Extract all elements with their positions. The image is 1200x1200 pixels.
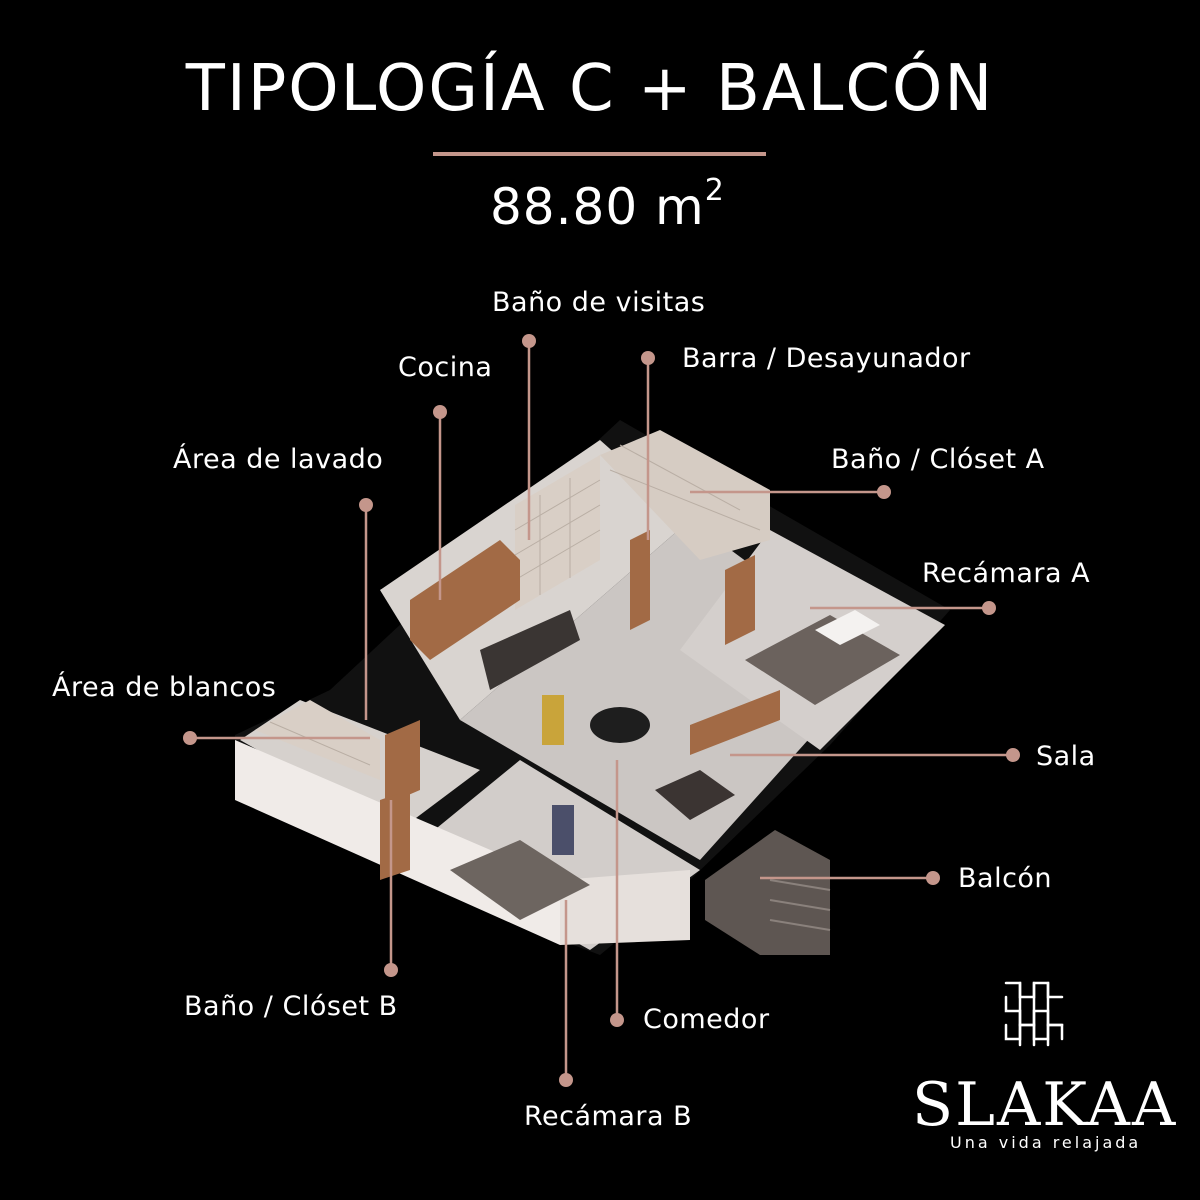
tv-unit: [690, 690, 780, 755]
bed-a: [745, 615, 900, 705]
balcony-steps: [769, 879, 831, 931]
label-comedor: Comedor: [643, 1004, 770, 1035]
door-bano-b: [380, 790, 410, 880]
label-bano-closet-a: Baño / Clóset A: [831, 444, 1045, 475]
page-title: TIPOLOGÍA C + BALCÓN: [185, 52, 995, 126]
area-value: 88.80 m2: [490, 173, 725, 236]
area-exponent: 2: [704, 173, 725, 209]
brand-knot-icon: [1004, 981, 1064, 1047]
label-bano-visitas: Baño de visitas: [492, 287, 706, 318]
brand-name: SLAKAA: [912, 1070, 1178, 1140]
kitchen-cabinets: [410, 540, 520, 660]
tile-grid: [269, 444, 761, 766]
apartment-base: [235, 420, 950, 955]
label-recamara-b: Recámara B: [524, 1101, 693, 1132]
label-area-blancos: Área de blancos: [52, 672, 277, 703]
front-wall: [560, 870, 690, 945]
coffee-table: [655, 770, 735, 820]
dining-table: [590, 707, 650, 743]
label-bano-closet-b: Baño / Clóset B: [184, 991, 398, 1022]
bed-a-pillows: [815, 610, 880, 645]
leader-dots: [183, 334, 1020, 1087]
area-number: 88.80 m: [490, 178, 705, 236]
label-sala: Sala: [1036, 741, 1096, 772]
label-barra-desayunador: Barra / Desayunador: [682, 343, 971, 374]
brand-tagline: Una vida relajada: [950, 1133, 1142, 1152]
label-balcon: Balcón: [958, 863, 1053, 894]
door-bano-a: [725, 555, 755, 645]
blancos-tile-wall: [255, 700, 380, 780]
person-bedroom-b: [552, 805, 574, 855]
label-area-lavado: Área de lavado: [173, 444, 384, 475]
title-divider: [433, 152, 766, 156]
bano-visitas-tile-wall: [515, 455, 600, 610]
bano-closet-a-tile-wall: [600, 430, 770, 560]
label-cocina: Cocina: [398, 352, 493, 383]
door-pantry: [630, 530, 650, 630]
kitchen-counter: [480, 610, 580, 690]
person-kitchen: [542, 695, 564, 745]
door-blancos: [385, 720, 420, 805]
bed-b: [450, 840, 590, 920]
leader-lines: [190, 341, 1013, 1080]
label-recamara-a: Recámara A: [922, 558, 1091, 589]
balcony: [705, 830, 830, 955]
